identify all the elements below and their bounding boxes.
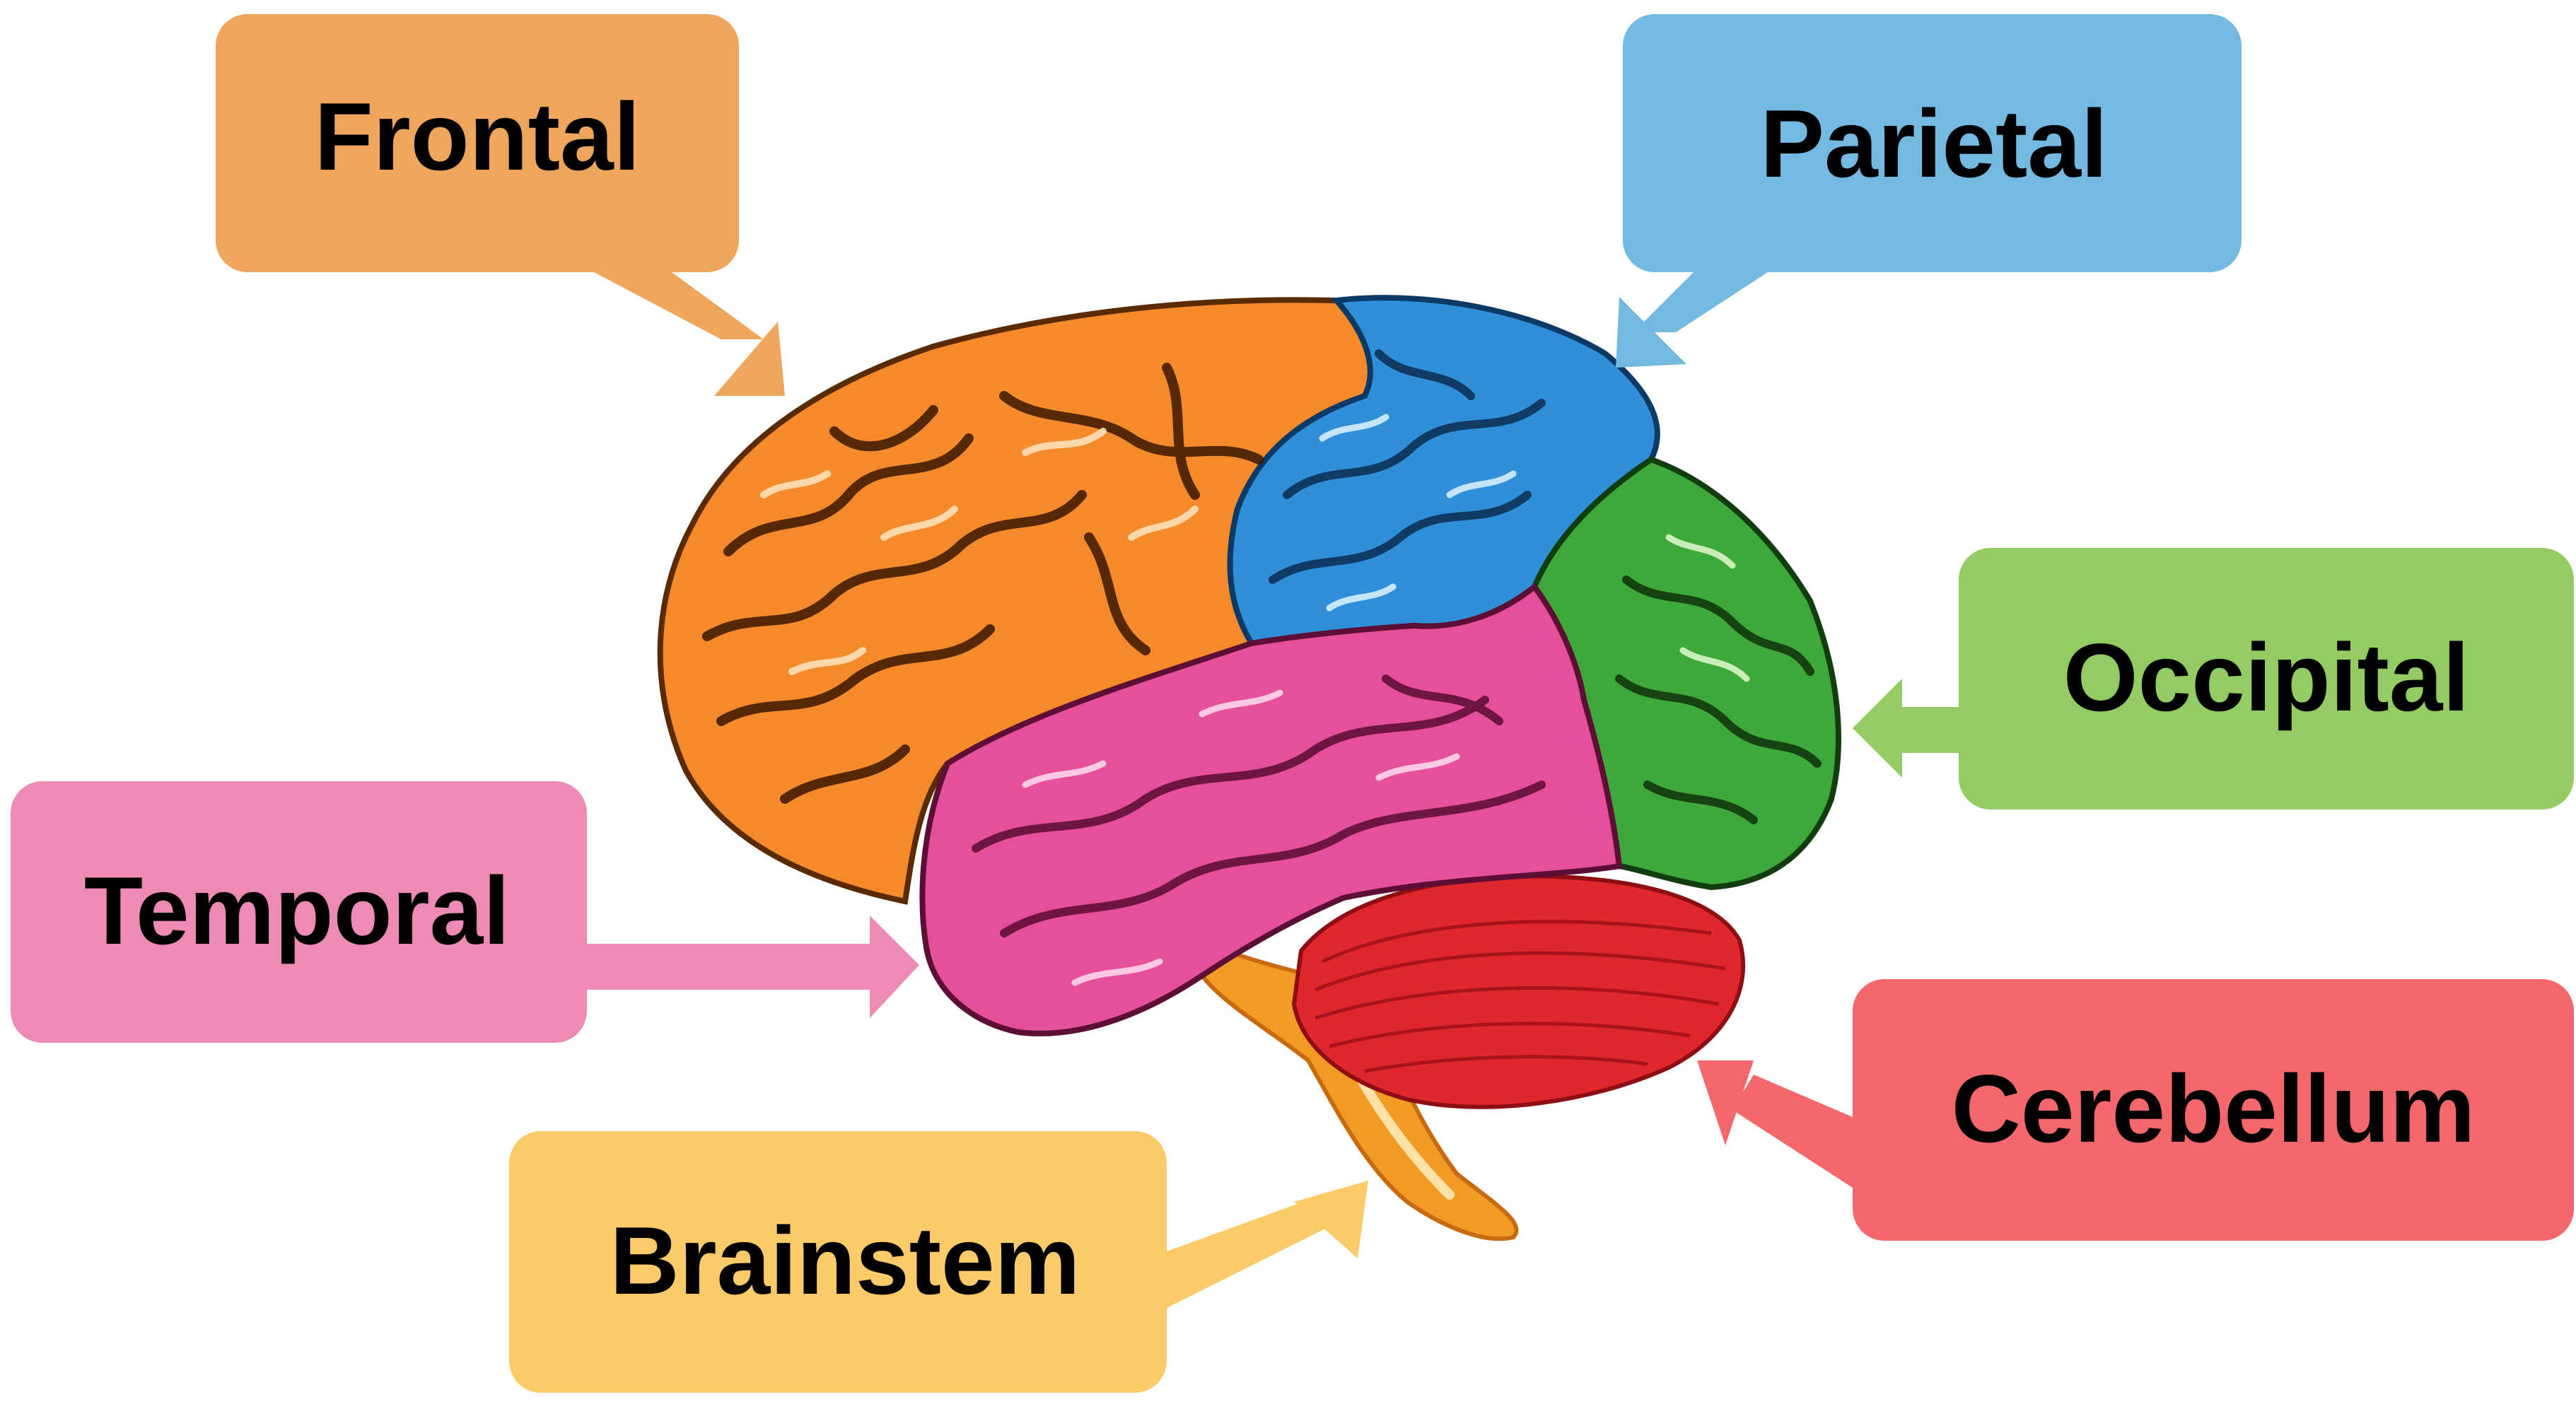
label-parietal: Parietal	[1623, 14, 2242, 272]
callout-arrows	[587, 272, 1959, 1308]
label-cerebellum: Cerebellum	[1853, 979, 2574, 1241]
brain-illustration	[657, 295, 1841, 1241]
temporal-label-text: Temporal	[84, 857, 510, 964]
cerebellum-arrow	[1697, 1060, 1853, 1188]
frontal-arrow	[594, 272, 785, 396]
cerebellum-region	[1291, 874, 1746, 1109]
label-brainstem: Brainstem	[509, 1131, 1167, 1393]
label-temporal: Temporal	[11, 781, 587, 1043]
cerebellum-label-box	[1853, 979, 2574, 1241]
brainstem-label-box	[509, 1131, 1167, 1393]
frontal-label-text: Frontal	[315, 83, 641, 190]
temporal-arrow	[587, 916, 919, 1018]
label-frontal: Frontal	[216, 14, 739, 272]
brainstem-arrow	[1167, 1181, 1368, 1308]
parietal-label-text: Parietal	[1760, 90, 2107, 197]
parietal-label-box	[1623, 14, 2242, 272]
temporal-label-box	[11, 781, 587, 1043]
cerebellum-label-text: Cerebellum	[1952, 1055, 2476, 1162]
brainstem-label-text: Brainstem	[610, 1207, 1080, 1314]
occipital-arrow	[1853, 679, 1959, 778]
occipital-label-box	[1959, 548, 2574, 809]
parietal-arrow	[1616, 272, 1768, 368]
label-occipital: Occipital	[1959, 548, 2574, 809]
frontal-label-box	[216, 14, 739, 272]
occipital-label-text: Occipital	[2063, 624, 2469, 731]
